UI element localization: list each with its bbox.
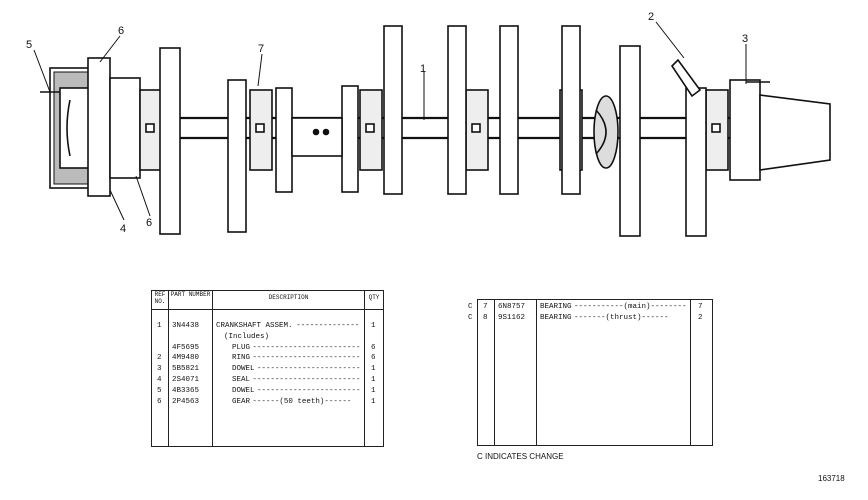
cell-ref: 3 — [157, 365, 162, 373]
cell-qty: 6 — [371, 344, 376, 352]
cell-qty: 1 — [371, 365, 376, 373]
cell-part-number: 3N4438 — [172, 322, 200, 330]
cell-ref: 2 — [157, 354, 162, 362]
cell-description: PLUG — [232, 344, 251, 352]
callout-7: 7 — [258, 43, 264, 55]
cell-description: RING — [232, 354, 251, 362]
cell-description: BEARING — [540, 303, 572, 311]
bearing-tab — [255, 123, 265, 133]
parts-table-left: REF NO. PART NUMBER DESCRIPTION QTY 1 3N4… — [151, 290, 384, 447]
callout-1: 1 — [420, 63, 426, 75]
callout-6-top: 6 — [118, 25, 124, 37]
cell-description: (Includes) — [224, 333, 270, 341]
cell-qty: 1 — [371, 398, 376, 406]
cell-leader: ----------------------- — [257, 387, 360, 395]
table-row: (Includes) — [152, 332, 383, 343]
callout-2: 2 — [648, 11, 654, 23]
cell-leader: -------(thrust)------ — [574, 314, 669, 322]
cell-qty: 2 — [698, 314, 703, 322]
cell-ref: 7 — [483, 303, 488, 311]
cell-change-flag: C — [468, 314, 473, 322]
header-qty: QTY — [365, 291, 383, 310]
change-footnote: C INDICATES CHANGE — [477, 452, 564, 461]
cell-leader: ------(50 teeth)------ — [252, 398, 352, 406]
cell-description: DOWEL — [232, 387, 255, 395]
cell-leader: ------------------------ — [252, 344, 360, 352]
header-part-number: PART NUMBER — [169, 291, 212, 310]
cell-part-number: 6N8757 — [498, 303, 526, 311]
table-row: 4 2S4071 SEAL------------------------ 1 — [152, 375, 383, 386]
cell-part-number: 2S4071 — [172, 376, 200, 384]
cell-qty: 1 — [371, 387, 376, 395]
cell-qty: 1 — [371, 376, 376, 384]
cell-change-flag: C — [468, 303, 473, 311]
cell-description: BEARING — [540, 314, 572, 322]
cell-leader: -----------(main)-------- — [574, 303, 686, 311]
callout-4: 4 — [120, 223, 126, 235]
table-row: 3 5B5821 DOWEL----------------------- 1 — [152, 364, 383, 375]
cell-part-number: 9S1162 — [498, 314, 526, 322]
cell-leader: -------------- — [296, 322, 360, 330]
cell-qty: 7 — [698, 303, 703, 311]
bearing-tab — [471, 123, 481, 133]
cell-description: GEAR — [232, 398, 251, 406]
cell-leader: ----------------------- — [257, 365, 360, 373]
callout-5: 5 — [26, 39, 32, 51]
table-row: 6 2P4563 GEAR------(50 teeth)------ 1 — [152, 397, 383, 408]
cell-ref: 8 — [483, 314, 488, 322]
bearing-tab — [145, 123, 155, 133]
table-row: 1 3N4438 CRANKSHAFT ASSEM.-------------- 1 — [152, 321, 383, 332]
bearing-tab — [365, 123, 375, 133]
cell-part-number: 2P4563 — [172, 398, 200, 406]
cell-description: DOWEL — [232, 365, 255, 373]
crankshaft-illustration: 1 2 3 4 5 6 6 7 — [26, 11, 831, 237]
cell-ref: 1 — [157, 322, 162, 330]
cell-qty: 6 — [371, 354, 376, 362]
cell-leader: ------------------------ — [252, 354, 360, 362]
table-row: 2 4M9480 RING------------------------ 6 — [152, 353, 383, 364]
cell-description: SEAL — [232, 376, 251, 384]
cell-part-number: 4F5695 — [172, 344, 200, 352]
bearing-tab — [711, 123, 721, 133]
cell-ref: 6 — [157, 398, 162, 406]
callout-6-bottom: 6 — [146, 217, 152, 229]
header-ref: REF NO. — [152, 291, 168, 310]
table-row: C 7 6N8757 BEARING-----------(main)--------… — [468, 302, 712, 313]
cell-ref: 5 — [157, 387, 162, 395]
figure-number: 163718 — [818, 474, 845, 483]
cell-qty: 1 — [371, 322, 376, 330]
table-row: C 8 9S1162 BEARING-------(thrust)------ 2 — [468, 313, 712, 324]
cell-description: CRANKSHAFT ASSEM. — [216, 322, 293, 330]
header-description: DESCRIPTION — [213, 291, 364, 310]
table-row: 4F5695 PLUG------------------------ 6 — [152, 343, 383, 354]
callout-3: 3 — [742, 33, 748, 45]
table-row: 5 4B3365 DOWEL----------------------- 1 — [152, 386, 383, 397]
cell-part-number: 4B3365 — [172, 387, 200, 395]
cell-leader: ------------------------ — [252, 376, 360, 384]
cell-part-number: 4M9480 — [172, 354, 200, 362]
cell-part-number: 5B5821 — [172, 365, 200, 373]
cell-ref: 4 — [157, 376, 162, 384]
